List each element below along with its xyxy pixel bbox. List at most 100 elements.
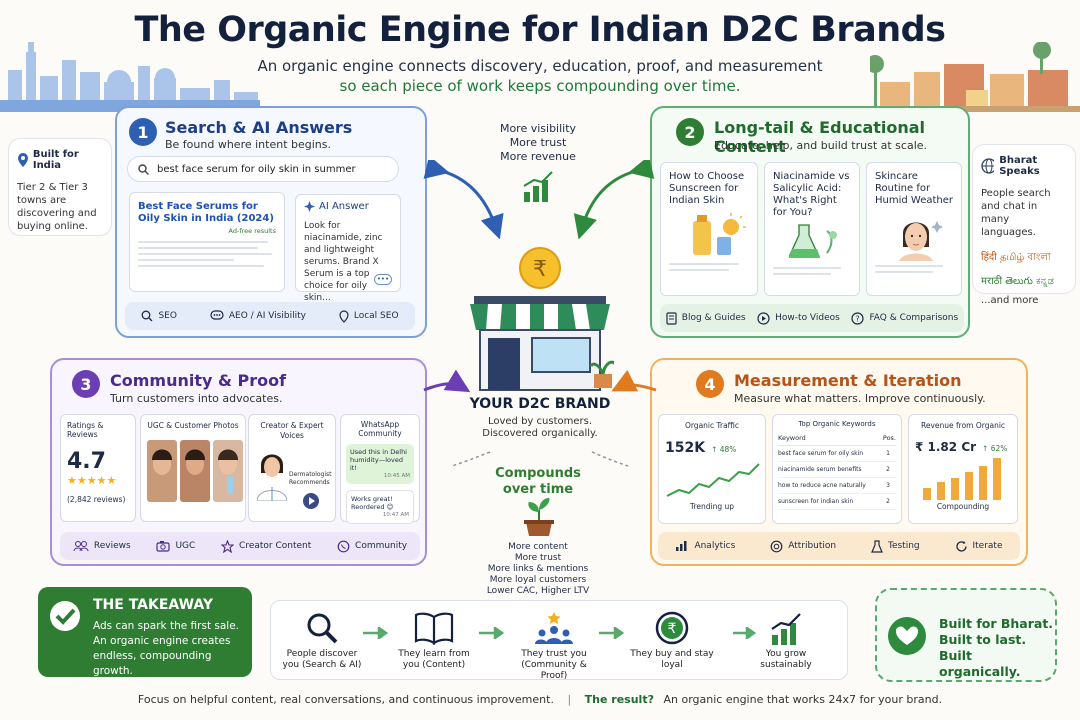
- bharat-speaks-card: Bharat Speaks People search and chat in …: [972, 144, 1076, 306]
- chat-dots-icon: [210, 310, 224, 320]
- search-panel-title: Search & AI Answers: [165, 118, 353, 137]
- takeaway-title: THE TAKEAWAY: [93, 597, 214, 613]
- question-circle-icon: ?: [851, 311, 865, 325]
- article-card-niacinamide[interactable]: Niacinamide vs Salicylic Acid: What's Ri…: [764, 162, 860, 296]
- page-subtitle-line2: so each piece of work keeps compounding …: [339, 77, 741, 95]
- content-panel: 2 Long-tail & Educational Content Educat…: [650, 106, 970, 338]
- rupee-coin-icon: ₹: [655, 611, 689, 645]
- tag-seo: SEO: [141, 310, 177, 322]
- star-icon: [221, 539, 235, 553]
- storefront-illustration: ₹: [470, 247, 614, 391]
- article-card-sunscreen[interactable]: How to Choose Sunscreen for Indian Skin: [660, 162, 758, 296]
- chat-bubble-icon: •••: [374, 274, 392, 285]
- growth-chart-icon: [523, 171, 553, 202]
- measurement-panel-subtitle: Measure what matters. Improve continuous…: [734, 392, 986, 405]
- bharat-card-more: ...and more: [981, 295, 1039, 306]
- page-title: The Organic Engine for Indian D2C Brands: [134, 10, 946, 50]
- organic-traffic-card: Organic Traffic 152K↑ 48% Trending up: [658, 414, 766, 524]
- bharat-badge-text: Built for Bharat.Built to last.Built org…: [939, 616, 1054, 679]
- open-book-icon: [414, 612, 454, 645]
- built-for-india-card: Built for India Tier 2 & Tier 3 towns ar…: [8, 138, 112, 236]
- ugc-photos-card: UGC & Customer Photos: [140, 414, 246, 522]
- community-tags-strip: Reviews UGC Creator Content Community: [60, 532, 420, 560]
- globe-icon: [981, 158, 995, 174]
- ai-answer-text: Look for niacinamide, zinc and lightweig…: [304, 221, 383, 303]
- tag-local-seo: Local SEO: [339, 309, 399, 323]
- traffic-change: ↑ 48%: [711, 445, 737, 454]
- flow-step-discover: People discover you (Search & AI): [277, 611, 367, 671]
- flow-step-trust: They trust you (Community & Proof): [509, 611, 599, 682]
- community-star-icon: [535, 612, 573, 644]
- map-pin-icon: [339, 309, 349, 323]
- flow-step-grow: You grow sustainably: [741, 611, 831, 671]
- lab-flask-icon: [789, 224, 837, 258]
- video-play-button[interactable]: [303, 493, 319, 509]
- measurement-tags-strip: Analytics Attribution Testing Iterate: [658, 532, 1020, 560]
- india-card-title: Built for India: [32, 149, 79, 171]
- document-icon: [666, 311, 677, 325]
- dermatologist-badge: Dermatologist Recommends: [289, 471, 332, 486]
- search-result-title[interactable]: Best Face Serums for Oily Skin in India …: [138, 201, 274, 224]
- whatsapp-icon: [337, 540, 350, 552]
- traffic-line-chart: [666, 463, 760, 497]
- ad-free-badge: Ad-free results: [228, 227, 276, 235]
- search-bar[interactable]: best face serum for oily skin in summer: [127, 156, 399, 182]
- whatsapp-card: WhatsApp Community Used this in Delhi hu…: [340, 414, 420, 524]
- tag-aeo: AEO / AI Visibility: [210, 310, 306, 322]
- takeaway-box: THE TAKEAWAY Ads can spark the first sal…: [38, 587, 252, 677]
- creator-card: Creator & Expert Voices Dermatologist Re…: [248, 414, 336, 522]
- ai-answer-card: AI Answer Look for niacinamide, zinc and…: [295, 194, 401, 303]
- svg-text:₹: ₹: [533, 257, 547, 282]
- magnifier-icon: [142, 310, 153, 322]
- measurement-panel-title: Measurement & Iteration: [734, 371, 962, 390]
- search-ai-panel: 1 Search & AI Answers Be found where int…: [115, 106, 427, 338]
- flow-arrows: [363, 627, 757, 639]
- rating-stars: ★★★★★: [67, 474, 117, 487]
- whatsapp-message-2: Works great! Reordered 😊: [351, 495, 394, 511]
- article-card-skincare-routine[interactable]: Skincare Routine for Humid Weather: [866, 162, 962, 296]
- bharat-card-text: People search and chat in many languages…: [981, 188, 1051, 238]
- face-illustration: [899, 221, 943, 261]
- customer-journey-flow: People discover you (Search & AI) They l…: [270, 600, 848, 682]
- bharat-card-title: Bharat Speaks: [999, 155, 1040, 177]
- growth-bars-icon: [771, 613, 801, 645]
- step-number-4: 4: [696, 370, 724, 398]
- play-circle-icon: [757, 311, 770, 325]
- tag-faq: ?FAQ & Comparisons: [851, 311, 958, 325]
- rating-value: 4.7: [67, 449, 106, 474]
- doctor-avatar: [257, 454, 287, 501]
- tag-ugc: UGC: [156, 540, 195, 552]
- india-card-text: Tier 2 & Tier 3 towns are discovering an…: [17, 182, 97, 232]
- connector-arrows: [423, 160, 657, 467]
- measurement-panel: 4 Measurement & Iteration Measure what m…: [650, 358, 1028, 566]
- takeaway-text: Ads can spark the first sale. An organic…: [93, 620, 240, 677]
- brand-tagline: Loved by customers.Discovered organicall…: [482, 416, 598, 439]
- target-icon: [770, 540, 783, 552]
- ai-sparkle-icon: [304, 201, 315, 212]
- search-result-card[interactable]: Best Face Serums for Oily Skin in India …: [129, 192, 285, 292]
- language-scripts-row1: हिंदी தமிழ் বাংলা: [981, 252, 1051, 263]
- tag-iterate: Iterate: [955, 540, 1003, 553]
- brand-name: YOUR D2C BRAND: [469, 396, 611, 412]
- ratings-card: Ratings & Reviews 4.7 ★★★★★ (2,842 revie…: [60, 414, 136, 522]
- tag-blog: Blog & Guides: [666, 311, 746, 325]
- heart-circle-icon: [888, 617, 926, 655]
- step-number-2: 2: [676, 118, 704, 146]
- sprouting-plant-icon: [524, 498, 554, 536]
- customer-photos-illustration: [147, 440, 243, 502]
- language-scripts-row2: मराठी తెలుగు ಕನ್ನಡ: [981, 276, 1054, 287]
- svg-text:?: ?: [856, 314, 860, 323]
- footer: Focus on helpful content, real conversat…: [137, 693, 943, 706]
- flow-step-learn: They learn from you (Content): [389, 611, 479, 671]
- location-pin-icon: [18, 153, 28, 167]
- community-panel: 3 Community & Proof Turn customers into …: [50, 358, 427, 566]
- people-icon: [73, 541, 89, 552]
- revenue-value: ₹ 1.82 Cr: [915, 440, 977, 454]
